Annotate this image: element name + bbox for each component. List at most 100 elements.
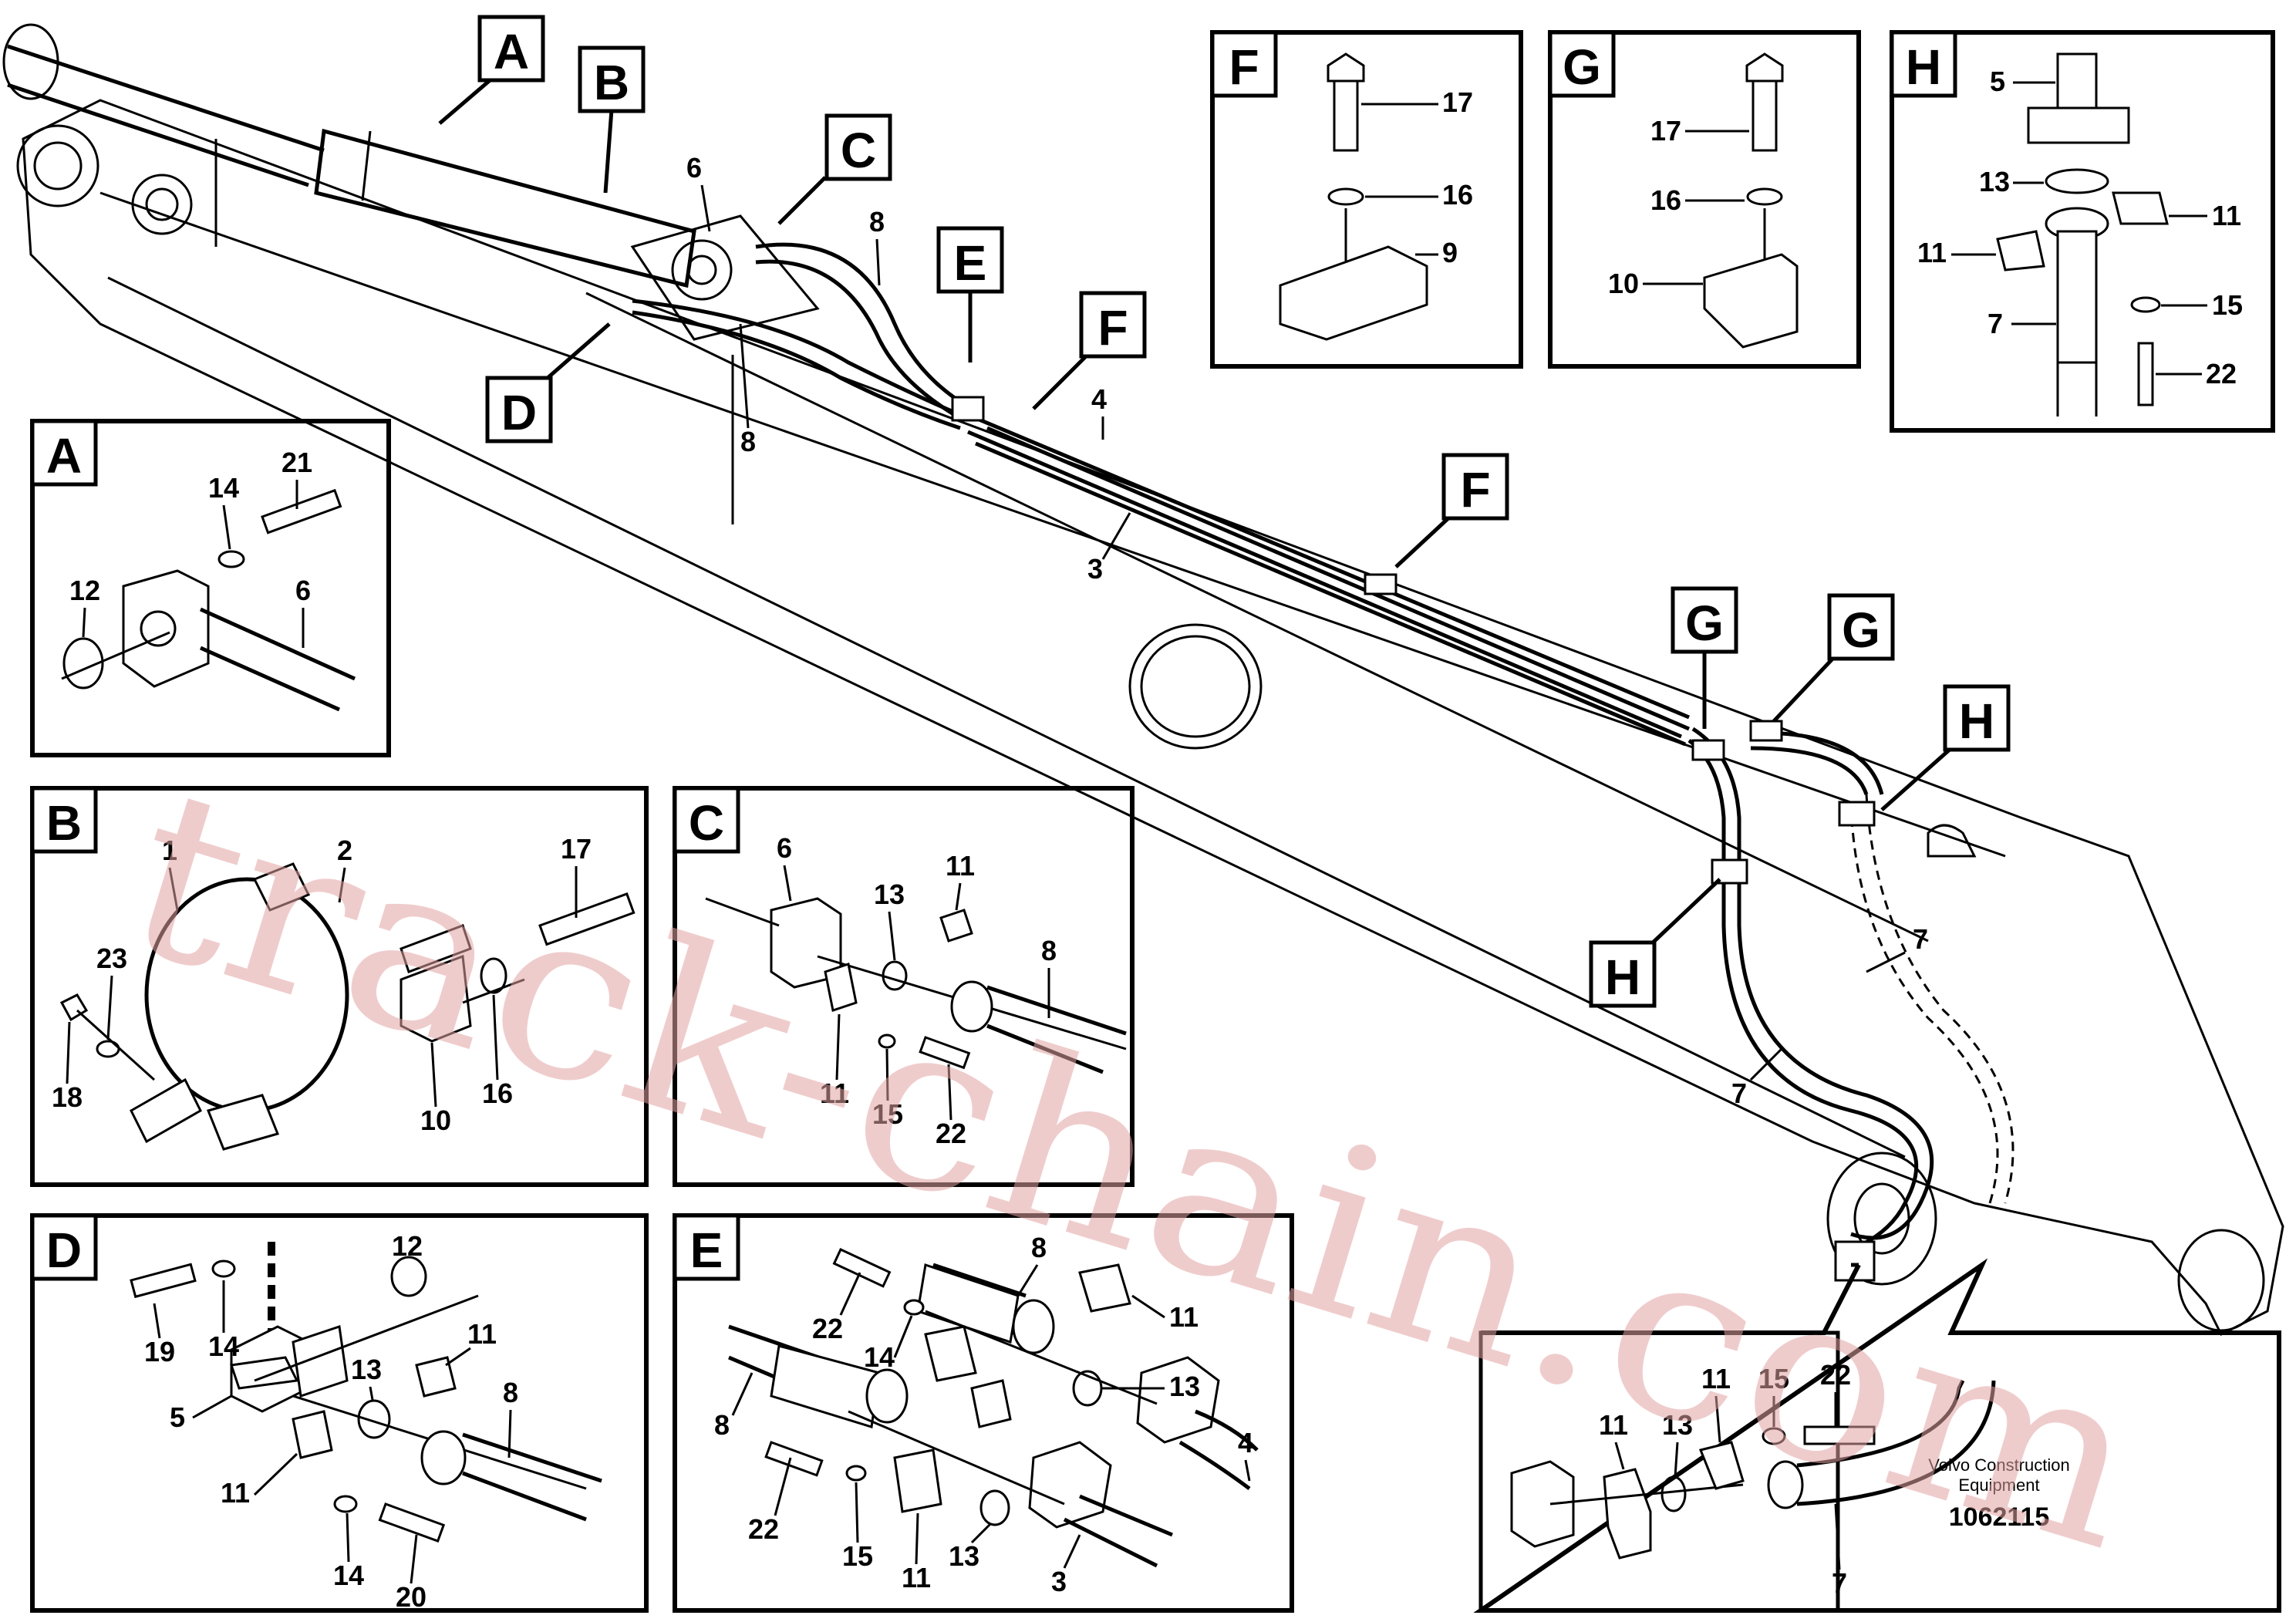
svg-text:14: 14 <box>208 472 239 504</box>
svg-text:A: A <box>46 428 82 484</box>
detail-F: F 17 16 9 <box>1210 30 1523 369</box>
svg-text:10: 10 <box>420 1104 451 1136</box>
svg-text:7: 7 <box>1913 923 1928 955</box>
svg-text:D: D <box>501 385 537 440</box>
svg-text:13: 13 <box>1662 1409 1693 1441</box>
svg-text:H: H <box>1605 949 1640 1005</box>
callout-F-1: F <box>1032 291 1147 410</box>
detail-D: D 12 19 14 11 13 5 8 11 14 20 <box>30 1213 649 1613</box>
svg-text:19: 19 <box>144 1336 175 1367</box>
svg-text:4: 4 <box>1091 383 1107 415</box>
svg-text:15: 15 <box>2212 289 2243 321</box>
svg-text:11: 11 <box>1599 1409 1628 1441</box>
svg-text:3: 3 <box>1051 1566 1067 1597</box>
svg-text:H: H <box>1906 39 1941 95</box>
svg-text:16: 16 <box>482 1077 513 1109</box>
svg-text:9: 9 <box>1442 237 1458 268</box>
svg-text:11: 11 <box>902 1562 931 1593</box>
svg-text:17: 17 <box>561 833 592 865</box>
svg-text:4: 4 <box>1238 1427 1253 1458</box>
svg-text:F: F <box>1229 39 1259 95</box>
svg-text:11: 11 <box>1701 1363 1731 1394</box>
svg-text:6: 6 <box>295 575 311 606</box>
svg-text:8: 8 <box>503 1377 518 1408</box>
svg-text:8: 8 <box>869 206 885 238</box>
boom-illustration <box>2 23 2284 1337</box>
svg-text:Volvo Construction: Volvo Construction <box>1928 1455 2069 1475</box>
svg-text:5: 5 <box>170 1401 185 1433</box>
svg-text:3: 3 <box>1087 553 1103 585</box>
svg-text:13: 13 <box>949 1540 979 1572</box>
detail-C: C 6 13 11 8 11 15 22 <box>673 786 1135 1187</box>
svg-text:16: 16 <box>1650 184 1681 216</box>
svg-text:G: G <box>1563 39 1601 95</box>
svg-text:11: 11 <box>1917 237 1947 268</box>
svg-text:8: 8 <box>714 1409 730 1441</box>
svg-text:13: 13 <box>1979 166 2010 197</box>
svg-text:8: 8 <box>1031 1232 1047 1263</box>
callout-G-1: G <box>1671 586 1738 729</box>
svg-text:22: 22 <box>2206 358 2237 389</box>
callout-F-2: F <box>1394 453 1509 568</box>
svg-text:8: 8 <box>1041 935 1057 966</box>
svg-text:F: F <box>1460 462 1490 518</box>
svg-text:22: 22 <box>936 1118 966 1149</box>
svg-text:10: 10 <box>1608 268 1639 299</box>
svg-text:C: C <box>689 795 724 851</box>
svg-text:11: 11 <box>946 850 975 882</box>
footer: Volvo Construction Equipment 1062115 <box>1928 1455 2069 1532</box>
svg-text:A: A <box>494 24 529 79</box>
svg-text:22: 22 <box>748 1513 779 1545</box>
svg-text:D: D <box>46 1222 82 1278</box>
svg-text:E: E <box>954 235 987 291</box>
svg-text:Equipment: Equipment <box>1958 1475 2039 1495</box>
svg-text:12: 12 <box>392 1230 423 1262</box>
callout-A: A <box>438 15 545 125</box>
svg-text:6: 6 <box>777 832 792 864</box>
svg-text:H: H <box>1959 693 1994 749</box>
svg-text:7: 7 <box>1731 1077 1747 1109</box>
svg-text:22: 22 <box>812 1313 843 1344</box>
main-item-labels: 6 8 8 4 3 7 7 <box>686 152 1928 1109</box>
svg-text:20: 20 <box>396 1581 426 1613</box>
svg-text:13: 13 <box>351 1354 382 1385</box>
svg-text:C: C <box>841 123 876 178</box>
svg-text:15: 15 <box>1758 1363 1789 1394</box>
svg-text:7: 7 <box>1988 308 2003 339</box>
svg-text:14: 14 <box>208 1330 239 1362</box>
svg-text:1062115: 1062115 <box>1949 1502 2050 1532</box>
detail-B: B 1 2 17 23 18 10 16 <box>30 786 649 1187</box>
svg-text:21: 21 <box>282 447 312 478</box>
svg-text:G: G <box>1685 595 1724 651</box>
svg-text:22: 22 <box>1820 1359 1851 1391</box>
svg-text:11: 11 <box>820 1077 849 1109</box>
svg-text:6: 6 <box>686 152 702 184</box>
svg-text:B: B <box>594 55 629 110</box>
svg-text:2: 2 <box>337 835 352 866</box>
callout-H-2: H <box>1589 878 1721 1008</box>
svg-text:11: 11 <box>467 1318 497 1350</box>
svg-text:G: G <box>1842 602 1880 658</box>
callout-C: C <box>777 113 892 225</box>
callout-H-1: H <box>1880 684 2011 811</box>
detail-G: G 17 16 10 <box>1548 30 1861 369</box>
svg-text:23: 23 <box>96 943 127 974</box>
callout-G-2: G <box>1772 593 1895 723</box>
svg-text:11: 11 <box>1169 1301 1199 1333</box>
svg-text:16: 16 <box>1442 179 1473 211</box>
detail-A: A 21 14 12 6 <box>30 419 391 757</box>
svg-text:7: 7 <box>1832 1567 1847 1599</box>
svg-text:17: 17 <box>1442 86 1473 118</box>
callout-E: E <box>936 226 1004 363</box>
svg-text:11: 11 <box>221 1477 250 1509</box>
svg-text:5: 5 <box>1990 66 2005 97</box>
svg-text:12: 12 <box>69 575 100 606</box>
svg-text:B: B <box>46 795 82 851</box>
svg-text:18: 18 <box>52 1081 83 1113</box>
svg-text:F: F <box>1097 300 1128 356</box>
watermark: track-chain.com <box>99 736 2170 1602</box>
svg-text:14: 14 <box>864 1341 895 1373</box>
svg-text:8: 8 <box>740 426 756 457</box>
svg-text:1: 1 <box>162 835 177 866</box>
